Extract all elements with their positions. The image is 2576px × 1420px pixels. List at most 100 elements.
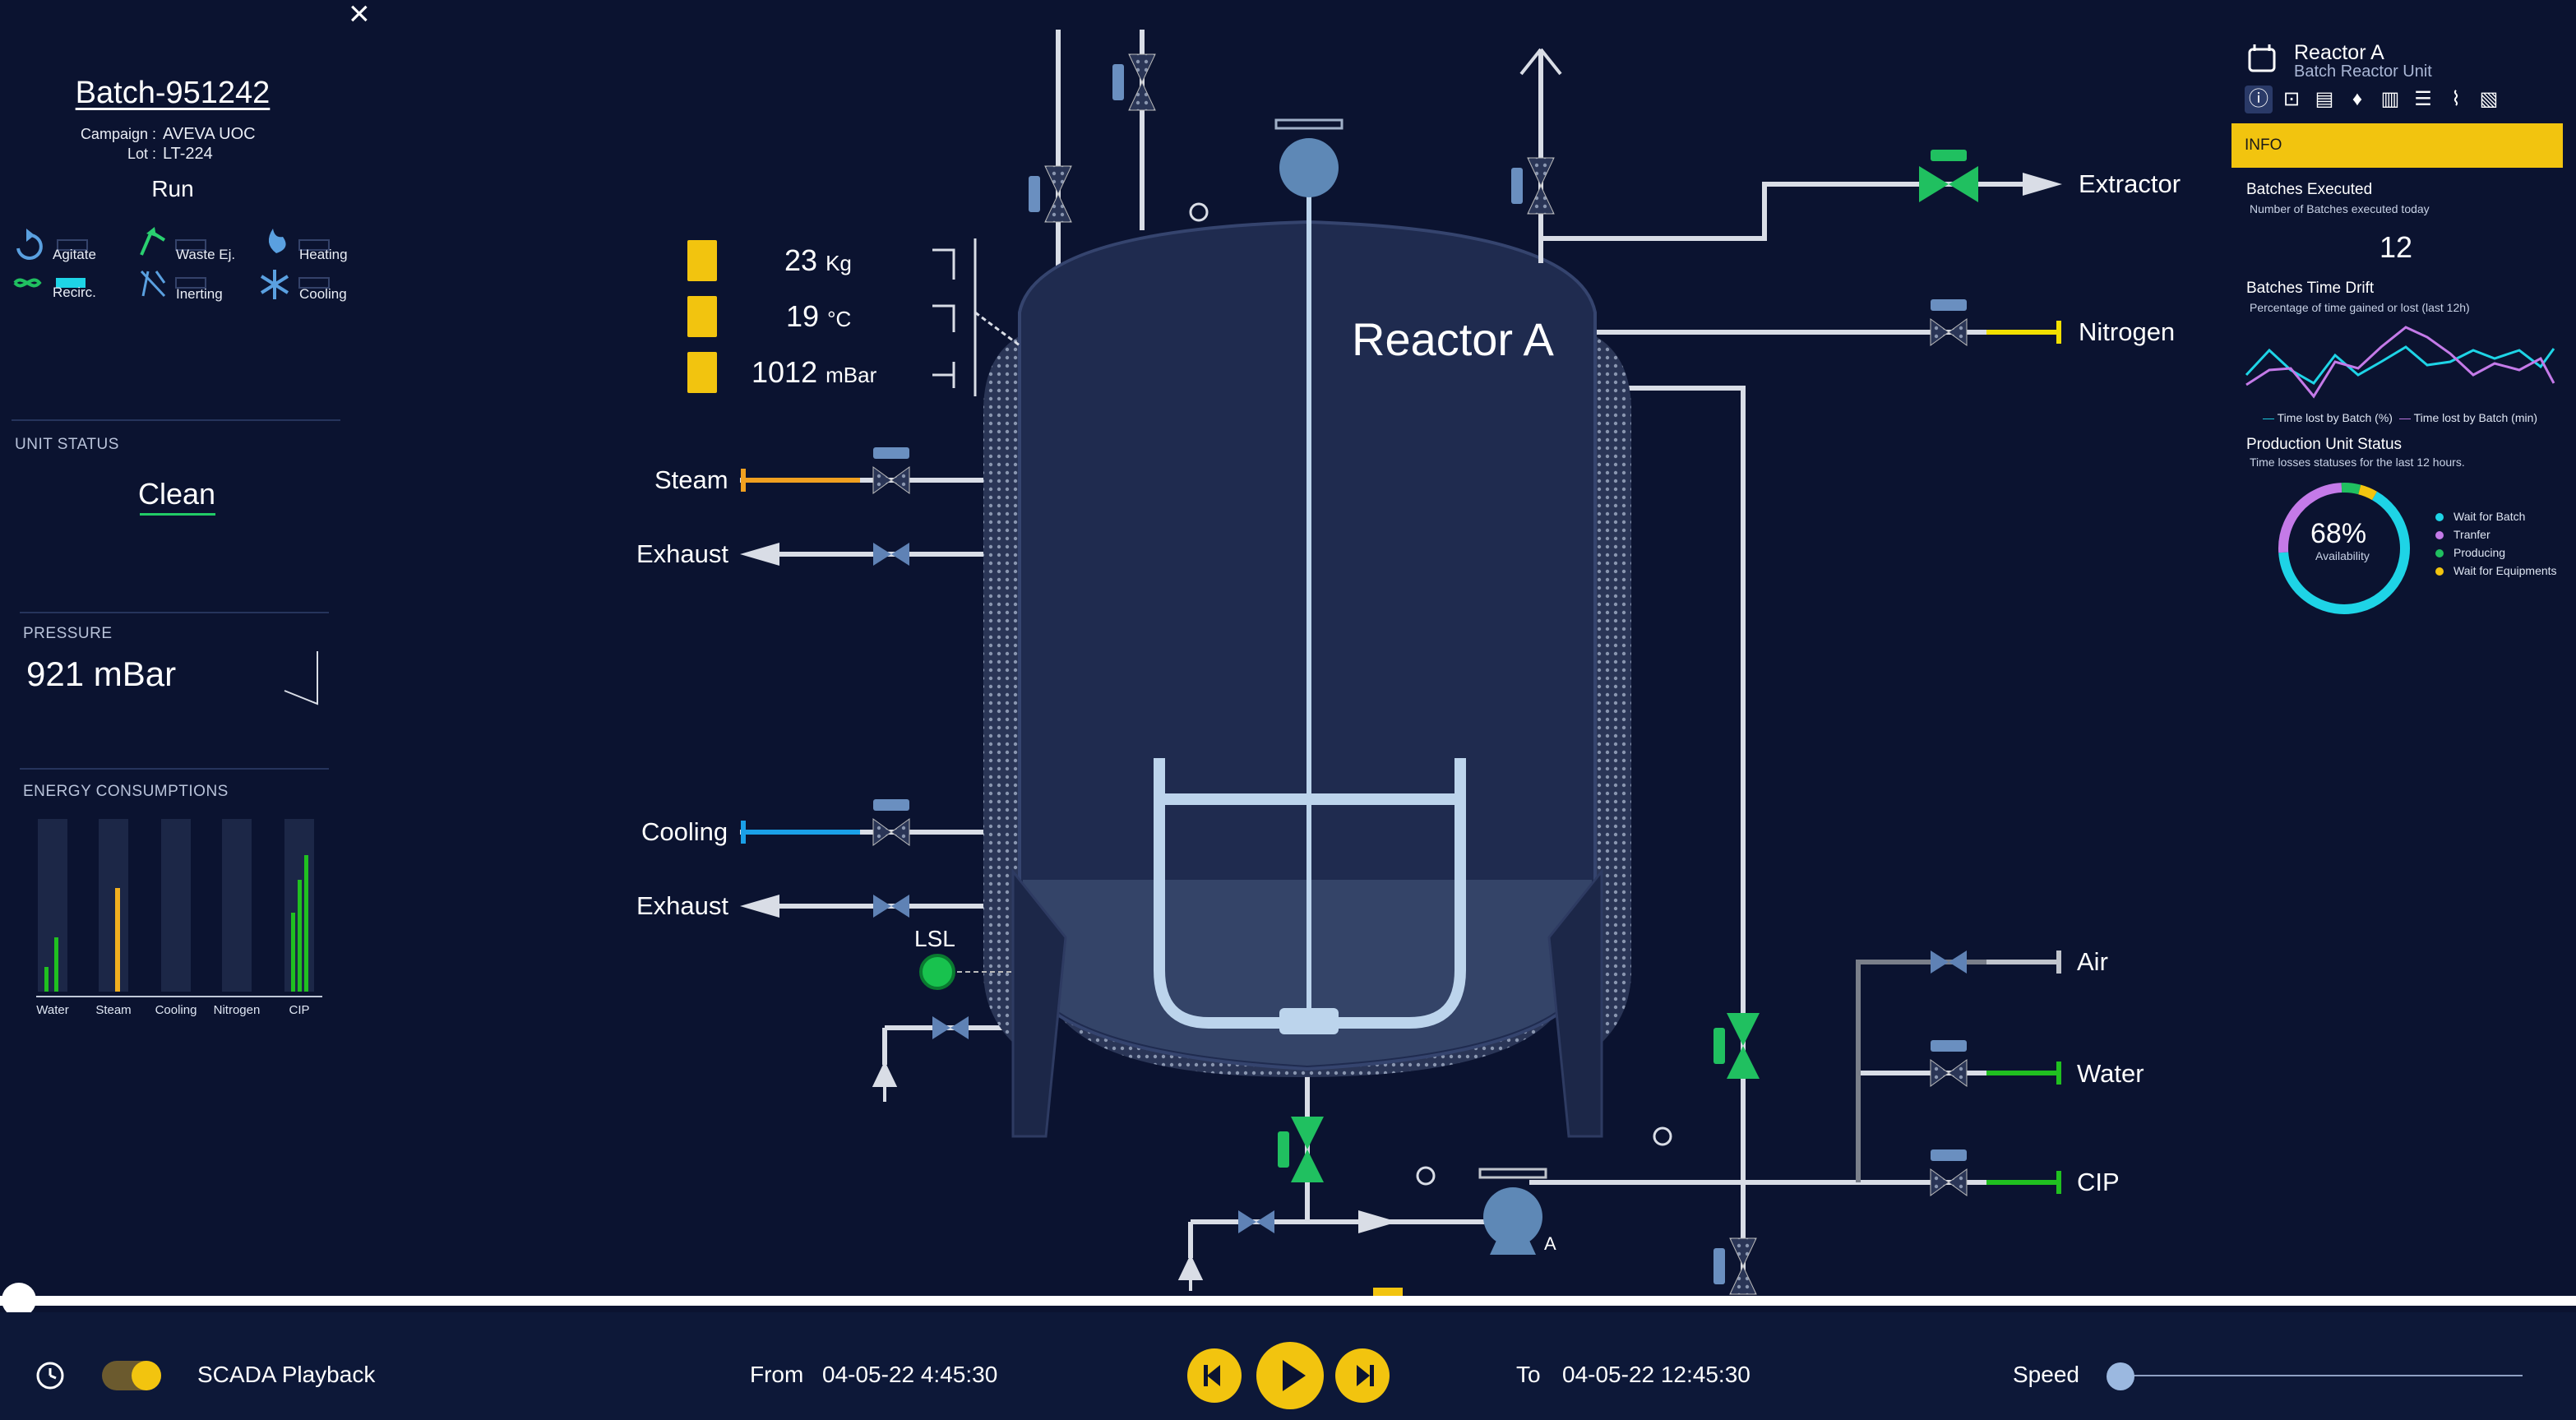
- energy-label-steam: Steam: [95, 1003, 132, 1017]
- batch-panel: Batch-951242 Campaign :AVEVA UOC Lot : LT…: [0, 0, 354, 1283]
- energy-bar-bg-water: [38, 819, 67, 992]
- energy-bar-steam: [115, 888, 120, 992]
- agitate-icon: [16, 229, 43, 260]
- mode-label-cooling: Cooling: [299, 286, 347, 302]
- cooling-label: Cooling: [641, 817, 728, 846]
- time-drift-legend-2: — Time lost by Batch (min): [2399, 411, 2538, 424]
- archive-icon[interactable]: ▤: [2315, 88, 2334, 110]
- exhaust-label-2: Exhaust: [636, 891, 729, 920]
- speed-slider-handle[interactable]: [2107, 1362, 2134, 1390]
- energy-label-cooling: Cooling: [155, 1003, 197, 1017]
- energy-bar-bg-steam: [99, 819, 128, 992]
- waste-ejection-icon: [140, 227, 166, 256]
- energy-bar-bg-nitrogen: [222, 819, 252, 992]
- cip-label: CIP: [2077, 1168, 2120, 1196]
- mode-label-heating: Heating: [299, 247, 348, 262]
- signal-icon[interactable]: [687, 352, 717, 393]
- playback-timeline[interactable]: [0, 1296, 2576, 1306]
- weight-reading: 23 Kg: [784, 243, 852, 278]
- energy-bar-cip-3: [304, 855, 308, 992]
- pressure-reading-unit: mBar: [826, 363, 877, 387]
- pressure-header: PRESSURE: [23, 625, 113, 642]
- agitator-motor: [1279, 138, 1339, 197]
- to-label: To: [1516, 1362, 1541, 1387]
- time-drift-title: Batches Time Drift: [2246, 280, 2375, 297]
- lot-row: Lot : LT-224: [0, 145, 213, 164]
- skip-back-button[interactable]: [1187, 1348, 1242, 1403]
- mode-label-agitate: Agitate: [53, 247, 96, 262]
- reactor-unit-icon: [2245, 41, 2279, 80]
- status-legend-transfer: Tranfer: [2435, 528, 2490, 541]
- lsl-label: LSL: [914, 926, 955, 951]
- timeline-marker: [1373, 1288, 1403, 1296]
- prod-status-title: Production Unit Status: [2246, 436, 2403, 453]
- map-icon[interactable]: ▧: [2479, 88, 2499, 110]
- energy-chart: [36, 819, 322, 997]
- history-icon[interactable]: [33, 1358, 67, 1397]
- from-label: From: [750, 1362, 804, 1387]
- energy-label-cip: CIP: [289, 1003, 310, 1017]
- time-drift-series-minutes: [2245, 326, 2555, 399]
- energy-label-water: Water: [36, 1003, 69, 1017]
- mode-label-waste: Waste Ej.: [176, 247, 236, 262]
- water-label: Water: [2077, 1059, 2144, 1088]
- status-legend-wait-batch: Wait for Batch: [2435, 510, 2525, 523]
- close-icon[interactable]: ×: [349, 0, 370, 34]
- time-drift-legend-1: — Time lost by Batch (%): [2263, 411, 2393, 424]
- energy-header: ENERGY CONSUMPTIONS: [23, 783, 229, 800]
- pump-label: A: [1544, 1233, 1556, 1254]
- availability-label: Availability: [2315, 549, 2370, 562]
- speed-label: Speed: [2013, 1362, 2079, 1387]
- signal-icon[interactable]: [687, 296, 717, 337]
- to-value[interactable]: 04-05-22 12:45:30: [1562, 1362, 1750, 1387]
- energy-bar-cip-1: [291, 913, 295, 992]
- temperature-unit: °C: [827, 307, 852, 331]
- lot-label: Lot :: [127, 146, 156, 162]
- energy-bar-water-2: [54, 937, 58, 992]
- speed-slider-track[interactable]: [2121, 1375, 2523, 1376]
- nitrogen-label: Nitrogen: [2079, 317, 2176, 346]
- mode-label-recirc: Recirc.: [53, 284, 96, 300]
- flame-icon: [268, 229, 286, 253]
- temperature-reading: 19 °C: [786, 299, 851, 334]
- energy-bar-water-1: [44, 967, 49, 992]
- capture-icon[interactable]: ⊡: [2282, 88, 2301, 110]
- timeline-handle[interactable]: [2, 1283, 36, 1317]
- from-value[interactable]: 04-05-22 4:45:30: [822, 1362, 998, 1387]
- snowflake-icon: [260, 270, 289, 299]
- weight-unit: Kg: [826, 251, 852, 275]
- toggle-knob: [132, 1361, 161, 1390]
- attachment-icon[interactable]: ⌇: [2451, 88, 2461, 110]
- lot-value: LT-224: [163, 145, 213, 163]
- mode-icons: [13, 227, 330, 299]
- energy-bar-bg-cooling: [161, 819, 191, 992]
- steam-label: Steam: [654, 465, 728, 494]
- pressure-reading-value: 1012: [752, 355, 818, 389]
- air-label: Air: [2077, 947, 2108, 976]
- settings-icon[interactable]: ☰: [2414, 88, 2432, 110]
- signal-icon[interactable]: [687, 240, 717, 281]
- status-legend-wait-equip: Wait for Equipments: [2435, 564, 2557, 577]
- temperature-value: 19: [786, 299, 820, 333]
- energy-label-nitrogen: Nitrogen: [213, 1003, 261, 1017]
- unit-status-header: UNIT STATUS: [15, 436, 119, 453]
- batch-state: Run: [151, 176, 194, 201]
- chart-icon[interactable]: ▥: [2380, 88, 2400, 110]
- availability-value: 68%: [2310, 518, 2367, 549]
- play-button[interactable]: [1256, 1342, 1324, 1409]
- divider: [12, 419, 340, 421]
- pump-icon: [1483, 1187, 1542, 1247]
- alarm-icon[interactable]: ♦: [2352, 88, 2363, 110]
- inerting-icon: [140, 270, 166, 298]
- time-drift-chart: [2245, 326, 2555, 399]
- campaign-row: Campaign :AVEVA UOC: [0, 125, 256, 144]
- mode-label-inerting: Inerting: [176, 286, 223, 302]
- playback-toggle[interactable]: [102, 1361, 161, 1390]
- info-icon[interactable]: ⓘ: [2245, 86, 2273, 113]
- reactor-name: Reactor A: [1352, 313, 1554, 365]
- skip-forward-button[interactable]: [1335, 1348, 1390, 1403]
- exhaust-label: Exhaust: [636, 539, 729, 568]
- lsl-indicator: [919, 954, 955, 990]
- batch-title[interactable]: Batch-951242: [75, 76, 271, 110]
